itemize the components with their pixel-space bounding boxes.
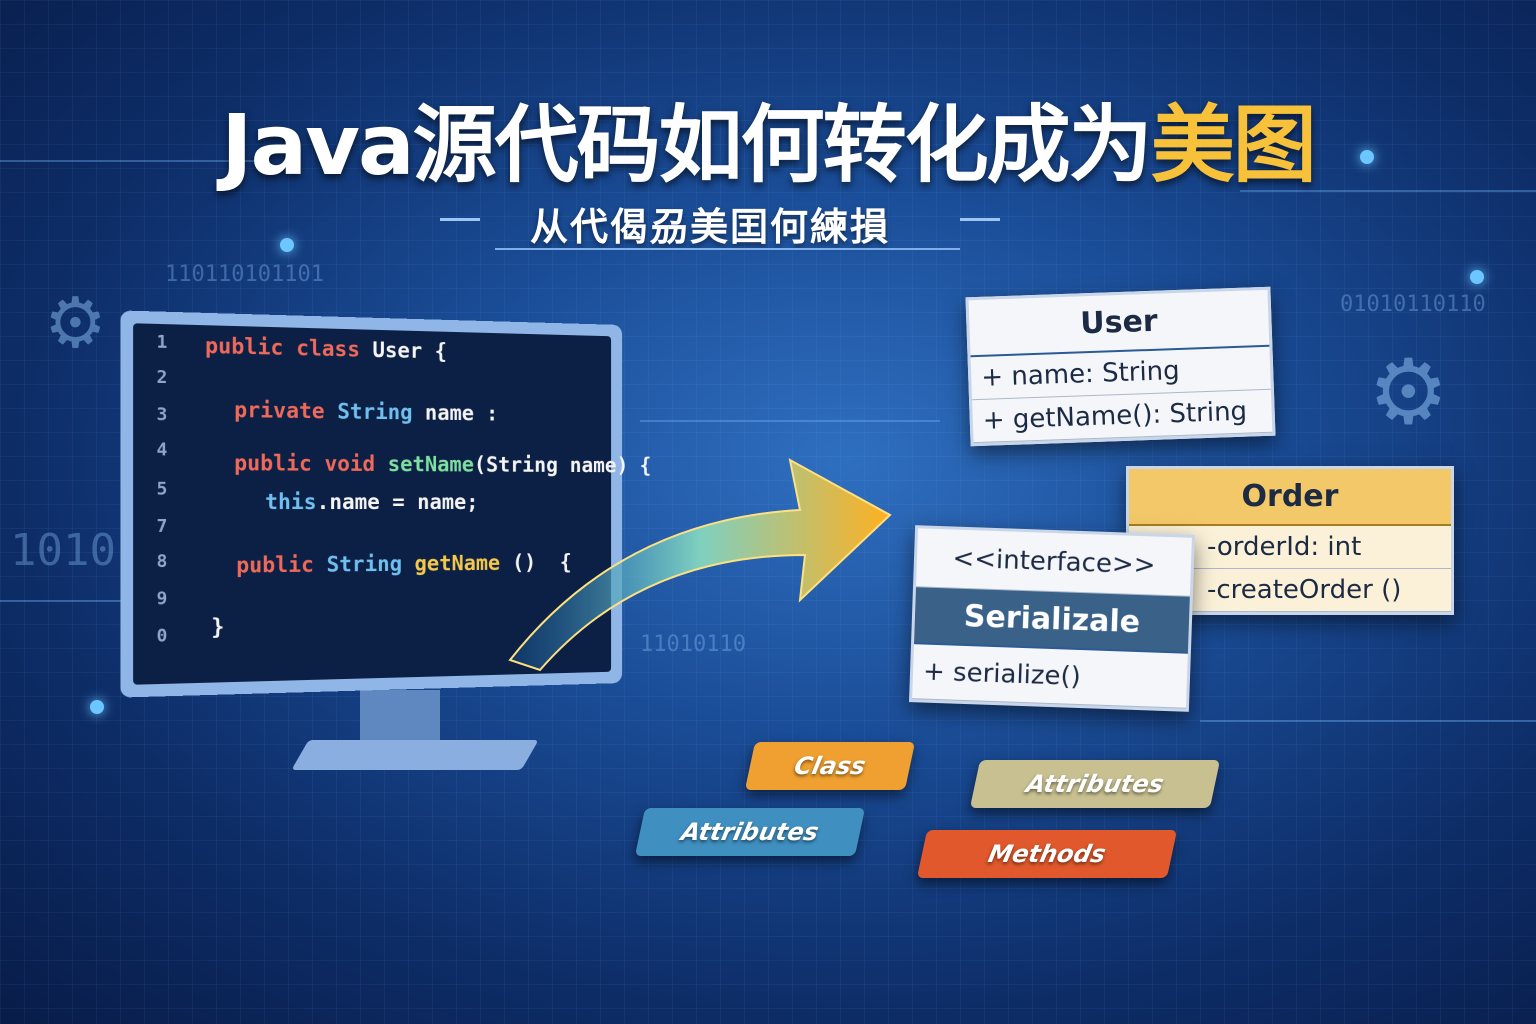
code-token: .name = name; — [317, 490, 479, 514]
uml-class-name: Order — [1129, 469, 1451, 526]
title-highlight: 美图 — [1151, 96, 1315, 194]
circuit-node — [280, 238, 294, 252]
code-token: public — [236, 552, 326, 577]
code-token: name : — [425, 401, 498, 426]
gear-icon: ⚙ — [1368, 340, 1449, 445]
monitor-base — [291, 740, 538, 770]
uml-method: + serialize() — [912, 644, 1188, 709]
uml-stereotype: <<interface>> — [916, 528, 1192, 597]
binary-text: 01010110110 — [1340, 292, 1486, 317]
code-line: private String name : — [234, 398, 498, 426]
monitor-stand — [360, 690, 440, 745]
code-line: public class User { — [205, 333, 447, 363]
line-number: 7 — [157, 516, 168, 537]
code-token: setName — [388, 452, 474, 476]
line-number: 1 — [157, 332, 168, 353]
line-number: 2 — [157, 367, 168, 388]
line-number: 5 — [157, 479, 168, 500]
divider — [960, 218, 1000, 221]
uml-class-name: Serializale — [914, 587, 1190, 654]
circuit-line — [1200, 720, 1536, 722]
subtitle: 从代偈刕美囯何練損 — [530, 196, 890, 251]
code-token: public class — [205, 333, 372, 361]
title-main: Java源代码如何转化成为 — [221, 96, 1150, 194]
line-number: 8 — [157, 552, 168, 573]
page-title: Java源代码如何转化成为美图 — [0, 78, 1536, 199]
line-number: 3 — [157, 405, 168, 426]
code-token: } — [211, 615, 224, 640]
line-number: 9 — [157, 589, 168, 610]
code-token: String — [337, 399, 425, 424]
uml-method: + getName(): String — [972, 390, 1272, 443]
code-token: public void — [234, 451, 388, 476]
chip-attributes: Attributes — [970, 760, 1220, 808]
circuit-line — [640, 420, 940, 422]
circuit-node — [1470, 270, 1484, 284]
chip-methods: Methods — [917, 830, 1177, 878]
binary-text: 110110101101 — [165, 262, 324, 287]
code-token: private — [234, 398, 337, 424]
arrow-icon — [470, 440, 900, 680]
code-line: } — [211, 615, 224, 640]
gear-icon: ⚙ — [44, 282, 107, 364]
chip-attributes: Attributes — [635, 808, 865, 856]
chip-class: Class — [745, 742, 915, 790]
uml-class-user: User + name: String + getName(): String — [965, 287, 1275, 447]
divider — [495, 248, 960, 250]
uml-class-name: User — [969, 290, 1270, 357]
circuit-line — [0, 600, 130, 602]
binary-text: 1010 — [10, 525, 116, 576]
code-token: User { — [372, 338, 446, 364]
code-token: this — [265, 490, 317, 514]
divider — [440, 218, 480, 221]
uml-interface-serializable: <<interface>> Serializale + serialize() — [909, 525, 1195, 712]
code-token: String — [327, 552, 415, 577]
code-line: this.name = name; — [265, 490, 478, 514]
circuit-node — [90, 700, 104, 714]
line-number: 0 — [157, 626, 168, 647]
line-number: 4 — [157, 440, 168, 461]
